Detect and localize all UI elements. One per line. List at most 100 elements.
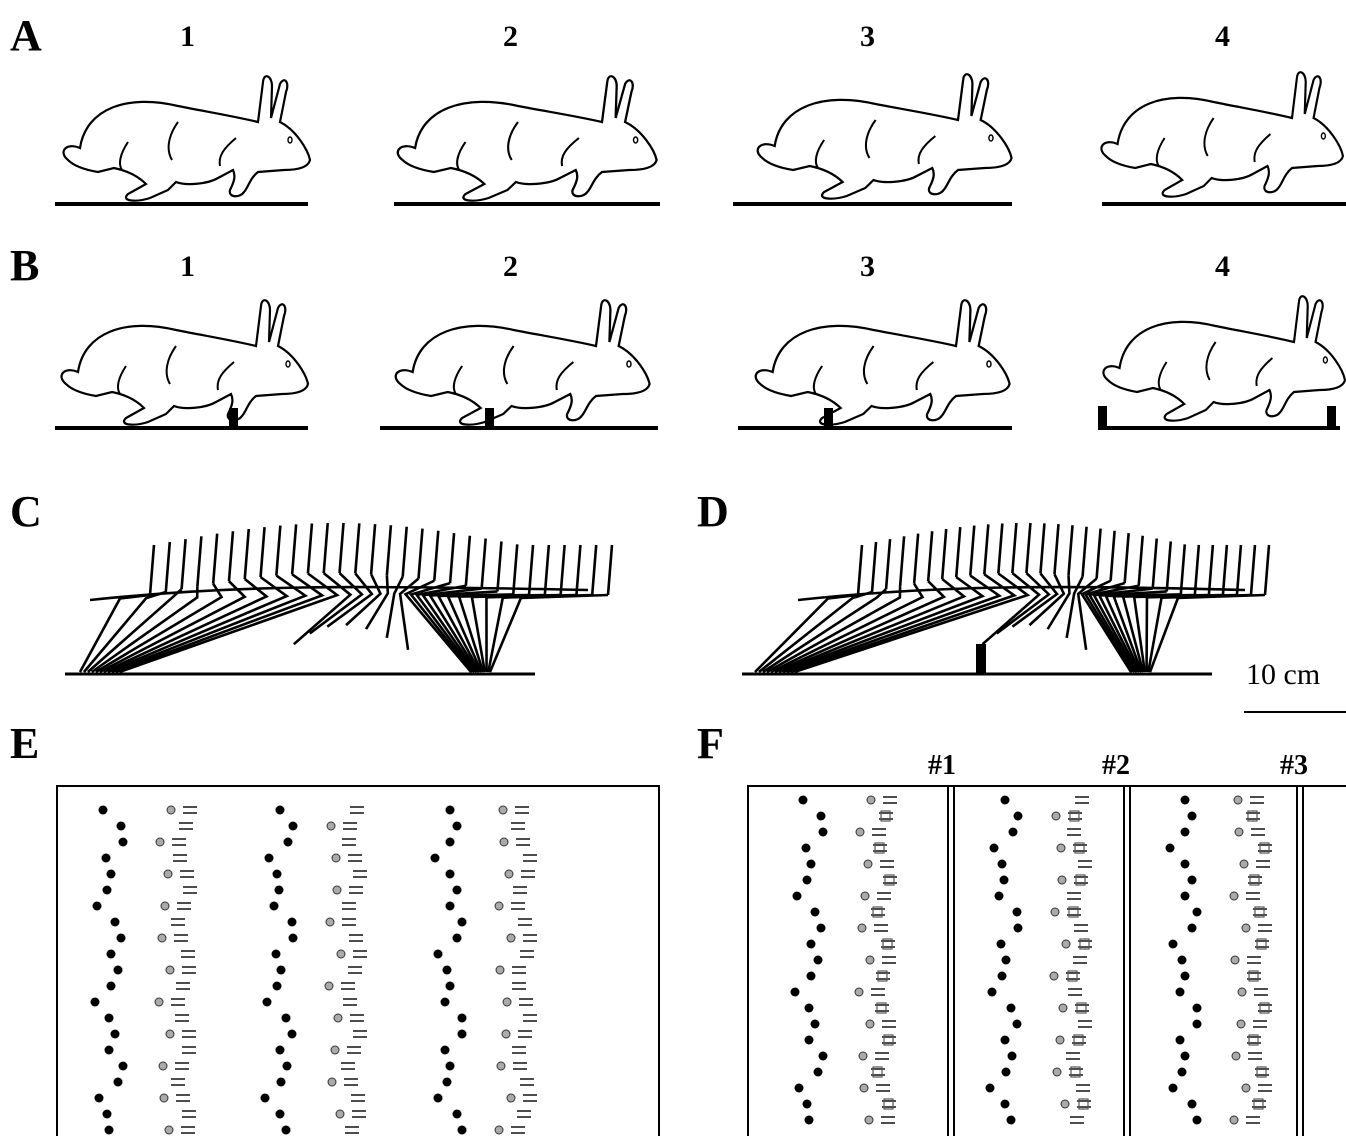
- hindlimb-footfall: [805, 1036, 814, 1045]
- hindlimb-footfall: [441, 1046, 450, 1055]
- forelimb-footfall: [1240, 860, 1248, 868]
- stick-segment: [245, 529, 249, 579]
- stick-segment: [1026, 523, 1030, 573]
- hindlimb-footfall: [114, 1078, 123, 1087]
- hindlimb-footfall: [1002, 1068, 1011, 1077]
- forelimb-footfall: [1242, 1084, 1250, 1092]
- hindlimb-footfall: [814, 1068, 823, 1077]
- forelimb-footfall: [867, 796, 875, 804]
- hindlimb-footfall: [103, 1110, 112, 1119]
- hindlimb-footfall: [105, 1126, 114, 1135]
- hindlimb-footfall: [1193, 1116, 1202, 1125]
- forelimb-footfall: [1058, 876, 1066, 884]
- stick-segment: [1153, 539, 1157, 589]
- stick-segment: [513, 544, 517, 594]
- stick-segment: [371, 524, 375, 574]
- hindlimb-footfall: [1014, 812, 1023, 821]
- stick-segment: [984, 524, 988, 574]
- stick-segment: [1097, 529, 1101, 579]
- forelimb-footfall: [507, 934, 515, 942]
- forelimb-footfall: [858, 924, 866, 932]
- hindlimb-footfall: [282, 1126, 291, 1135]
- forelimb-footfall: [328, 1078, 336, 1086]
- hindlimb-footfall: [284, 838, 293, 847]
- hindlimb-footfall: [275, 886, 284, 895]
- stick-segment: [434, 531, 438, 581]
- stick-segment: [900, 536, 904, 586]
- forelimb-footfall: [1238, 988, 1246, 996]
- hindlimb-footfall: [805, 1004, 814, 1013]
- hindlimb-footfall: [998, 860, 1007, 869]
- stick-segment: [1111, 531, 1115, 581]
- hindlimb-footfall: [1193, 1004, 1202, 1013]
- hindlimb-footfall: [1014, 924, 1023, 933]
- hindlimb-footfall: [795, 1084, 804, 1093]
- hindlimb-footfall: [1176, 1036, 1185, 1045]
- forelimb-footfall: [1053, 1068, 1061, 1076]
- hindlimb-footfall: [805, 1116, 814, 1125]
- forelimb-footfall: [326, 918, 334, 926]
- hindlimb-footfall: [265, 854, 274, 863]
- hindlimb-footfall: [458, 918, 467, 927]
- stick-segment: [1125, 533, 1129, 583]
- forelimb-footfall: [503, 998, 511, 1006]
- hindlimb-footfall: [1181, 1052, 1190, 1061]
- hindlimb-footfall: [817, 924, 826, 933]
- forelimb-footfall: [499, 806, 507, 814]
- hindlimb-footfall: [1166, 844, 1175, 853]
- stick-segment: [858, 545, 862, 595]
- hindlimb-footfall: [1000, 876, 1009, 885]
- hindlimb-footfall: [791, 988, 800, 997]
- stick-segment: [182, 539, 186, 589]
- stick-segment: [276, 526, 280, 576]
- hindlimb-footfall: [1007, 1004, 1016, 1013]
- forelimb-footfall: [155, 998, 163, 1006]
- forelimb-footfall: [864, 860, 872, 868]
- hindlimb-footfall: [803, 876, 812, 885]
- hindlimb-footfall: [443, 966, 452, 975]
- hindlimb-footfall: [117, 822, 126, 831]
- hindlimb-footfall: [276, 1046, 285, 1055]
- stick-segment: [340, 523, 344, 573]
- hindlimb-footfall: [431, 854, 440, 863]
- stick-segment: [561, 545, 565, 595]
- hindlimb-footfall: [1193, 1020, 1202, 1029]
- hindlimb-footfall: [814, 956, 823, 965]
- footfall-box-f: [748, 786, 1346, 1136]
- hindlimb-footfall: [1178, 1068, 1187, 1077]
- hindlimb-footfall: [799, 796, 808, 805]
- stick-segment: [998, 524, 1002, 574]
- stick-segment: [482, 539, 486, 589]
- stick-segment: [324, 523, 328, 573]
- hindlimb-footfall: [1188, 924, 1197, 933]
- hindlimb-footfall: [107, 982, 116, 991]
- forelimb-footfall: [495, 1126, 503, 1134]
- forelimb-footfall: [161, 902, 169, 910]
- hindlimb-footfall: [458, 1126, 467, 1135]
- forelimb-footfall: [495, 902, 503, 910]
- hindlimb-footfall: [441, 998, 450, 1007]
- stick-segment: [545, 545, 549, 595]
- hindlimb-footfall: [1181, 892, 1190, 901]
- hindlimb-footfall: [93, 902, 102, 911]
- hindlimb-footfall: [1007, 1116, 1016, 1125]
- rabbit-a1: [64, 76, 310, 200]
- hindlimb-footfall: [446, 806, 455, 815]
- stick-segment: [576, 545, 580, 595]
- hindlimb-footfall: [277, 966, 286, 975]
- hindlimb-footfall: [453, 934, 462, 943]
- hindlimb-footfall: [263, 998, 272, 1007]
- obstacle-b2: [485, 408, 494, 428]
- stick-segment: [1223, 545, 1227, 595]
- hindlimb-footfall: [1188, 876, 1197, 885]
- footfall-pattern-f: [791, 796, 1273, 1125]
- rabbit-b4: [1103, 296, 1345, 420]
- stick-limb: [1150, 595, 1265, 672]
- hindlimb-footfall: [995, 892, 1004, 901]
- stick-segment: [1012, 523, 1016, 573]
- stick-segment: [914, 534, 918, 584]
- hindlimb-footfall: [997, 940, 1006, 949]
- stick-segment: [886, 539, 890, 589]
- stick-diagram-c: [80, 523, 612, 672]
- rabbit-b1: [62, 300, 308, 424]
